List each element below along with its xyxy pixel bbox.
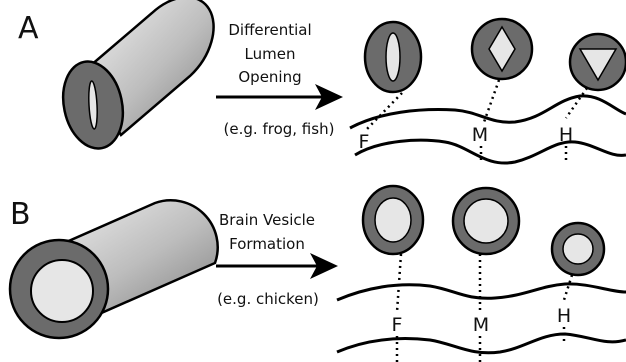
- panel-b: B Brain Vesicle Formation (e.g. chicken): [10, 186, 626, 362]
- panel-b-cross-section-midbrain: [453, 188, 519, 254]
- panel-b-region-f: F: [392, 314, 403, 336]
- panel-b-leader-lines: [397, 254, 572, 362]
- panel-a-cross-section-forebrain: [365, 22, 421, 92]
- panel-a-example: (e.g. frog, fish): [224, 120, 335, 138]
- panel-b-region-m: M: [473, 314, 489, 336]
- panel-b-cross-section-hindbrain: [552, 223, 604, 275]
- panel-a-process-line-2: Lumen: [245, 45, 296, 63]
- panel-a-region-f: F: [359, 131, 370, 153]
- panel-b-round-lumen: [31, 260, 93, 322]
- panel-b-cross-section-forebrain: [363, 186, 423, 254]
- panel-b-example: (e.g. chicken): [217, 290, 319, 308]
- panel-b-label: B: [10, 197, 31, 232]
- panel-a-label: A: [18, 11, 39, 46]
- panel-b-process-line-1: Brain Vesicle: [219, 211, 315, 229]
- panel-a-process-line-1: Differential: [228, 21, 311, 39]
- panel-a-slit-lumen-f: [386, 33, 400, 81]
- panel-a-arrow: [216, 84, 343, 110]
- panel-a-neural-tube: [55, 0, 213, 154]
- panel-b-process-line-2: Formation: [229, 235, 305, 253]
- panel-a-leader-lines: [366, 80, 587, 164]
- panel-a-region-m: M: [472, 124, 488, 146]
- panel-b-arrow: [216, 253, 338, 279]
- panel-a-cross-section-hindbrain: [570, 34, 626, 90]
- panel-b-neural-tube: [10, 200, 218, 338]
- panel-a-cross-section-midbrain: [472, 19, 532, 79]
- panel-a-region-h: H: [559, 124, 573, 146]
- panel-b-region-h: H: [557, 305, 571, 327]
- panel-a-process-line-3: Opening: [238, 68, 301, 86]
- panel-a: A Differential Lumen Opening (e.g. frog,…: [18, 0, 626, 164]
